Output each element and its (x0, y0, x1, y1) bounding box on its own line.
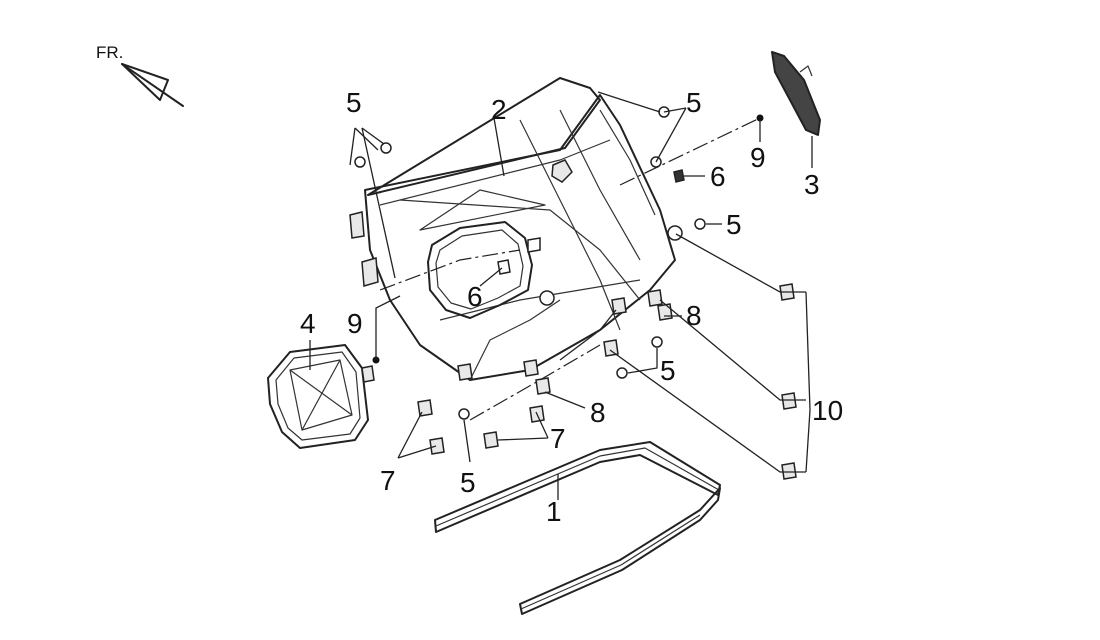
headlight-lens-part (267, 344, 375, 449)
callout-8-right: 8 (686, 300, 702, 331)
callout-5-lower-right: 5 (660, 355, 676, 386)
callout-labels: 1 2 3 4 5 5 5 5 5 6 6 7 7 8 8 9 9 10 (300, 87, 843, 527)
callout-9-right: 9 (750, 142, 766, 173)
callout-2: 2 (491, 94, 507, 125)
inner-cover-panel (349, 77, 683, 381)
front-arrow-shaft (121, 63, 184, 107)
callout-6-center: 6 (467, 281, 483, 312)
callout-1: 1 (546, 496, 562, 527)
front-direction-indicator: FR. (96, 43, 184, 107)
leader-lines (309, 91, 811, 500)
callout-6-right: 6 (710, 161, 726, 192)
callout-9-left: 9 (347, 308, 363, 339)
callout-7-left: 7 (380, 465, 396, 496)
callout-5-top-left: 5 (346, 87, 362, 118)
callout-10: 10 (812, 395, 843, 426)
front-arrow-head (121, 63, 169, 101)
callout-3: 3 (804, 169, 820, 200)
callout-5-bottom: 5 (460, 467, 476, 498)
front-label: FR. (96, 43, 123, 62)
callout-5-top-right: 5 (686, 87, 702, 118)
trim-strip-part (434, 441, 721, 615)
callout-7-right: 7 (550, 423, 566, 454)
callout-8-lower: 8 (590, 397, 606, 428)
callout-4: 4 (300, 308, 316, 339)
reflector-part (771, 51, 821, 168)
callout-5-right: 5 (726, 209, 742, 240)
